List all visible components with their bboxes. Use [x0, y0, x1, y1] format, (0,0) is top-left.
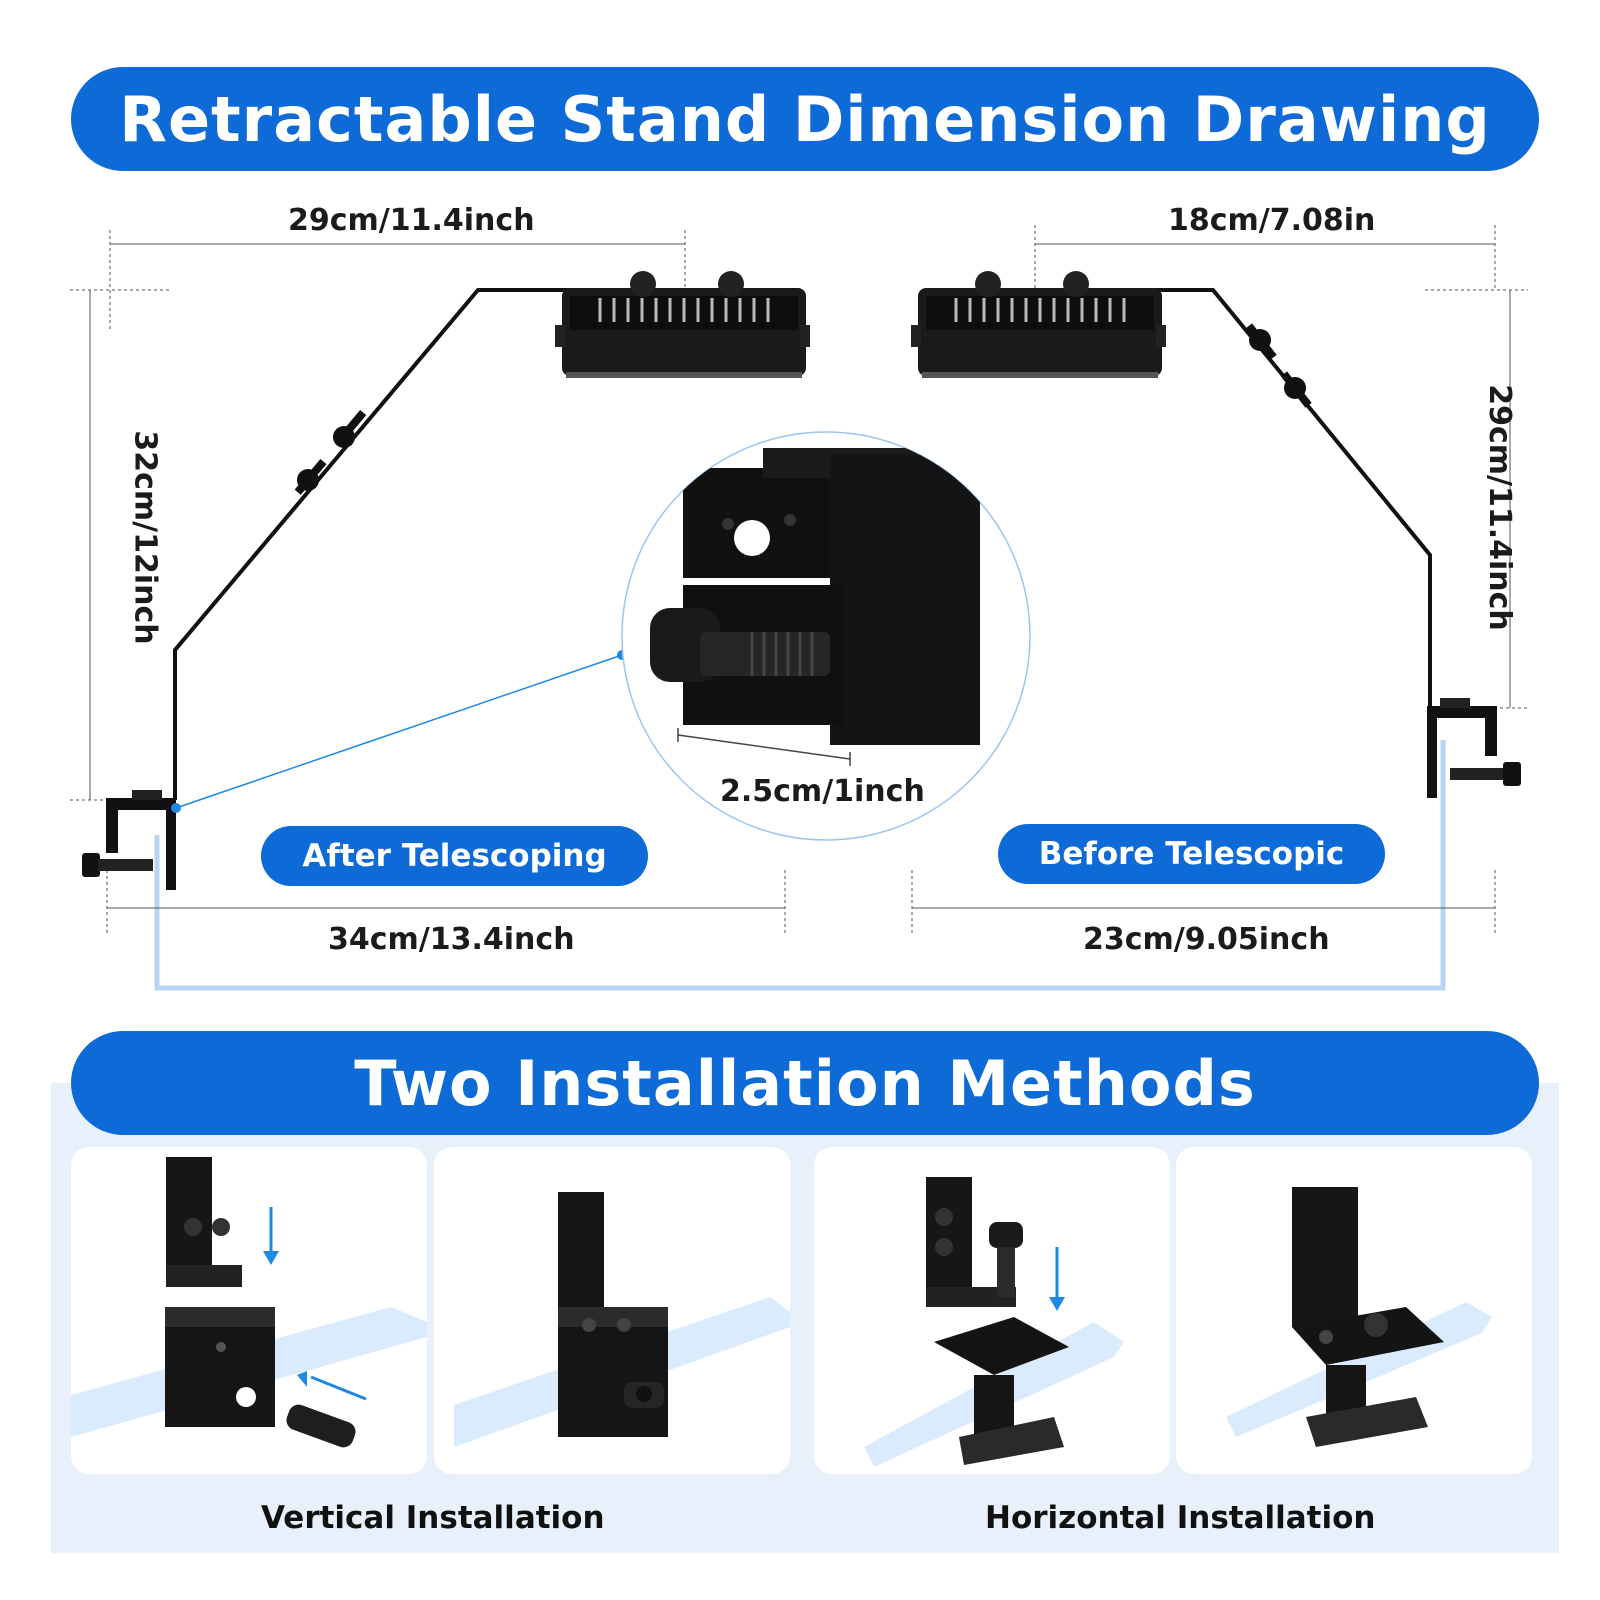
clamp-right: [1427, 698, 1521, 798]
vertical-step-1-illustration: [71, 1157, 427, 1448]
vertical-install-step-2: [434, 1147, 790, 1474]
dimension-drawing: [70, 225, 1528, 991]
arm-knobs-right: [1245, 323, 1312, 408]
horizontal-step-1-illustration: [864, 1177, 1124, 1467]
caption-horizontal: Horizontal Installation: [985, 1500, 1376, 1536]
dim-before-height: 29cm/11.4inch: [1481, 384, 1517, 631]
installation-title-banner: Two Installation Methods: [71, 1031, 1539, 1135]
stand-arm-extended: [173, 288, 570, 800]
section-title: Retractable Stand Dimension Drawing: [119, 82, 1491, 156]
arm-knobs-left: [294, 410, 367, 495]
connector-line: [154, 740, 1446, 991]
after-telescoping-text: After Telescoping: [302, 838, 607, 874]
clamp-left: [82, 790, 181, 890]
horizontal-install-step-2: [1176, 1147, 1532, 1474]
before-telescopic-label: Before Telescopic: [998, 824, 1385, 884]
detail-callout-line: [175, 654, 623, 809]
caption-vertical: Vertical Installation: [261, 1500, 605, 1536]
installation-title: Two Installation Methods: [354, 1046, 1256, 1120]
vertical-step-2-illustration: [454, 1192, 790, 1447]
dim-after-width: 29cm/11.4inch: [288, 203, 535, 238]
lamp-head-left: [555, 271, 810, 378]
lamp-head-right: [911, 271, 1166, 378]
horizontal-step-2-illustration: [1226, 1187, 1492, 1447]
before-telescopic-text: Before Telescopic: [1038, 836, 1345, 872]
vertical-install-step-1: [71, 1147, 427, 1474]
horizontal-install-step-1: [814, 1147, 1170, 1474]
dim-clamp-width: 2.5cm/1inch: [720, 774, 925, 809]
dim-after-span: 34cm/13.4inch: [328, 922, 575, 957]
dimension-guides-left: [70, 230, 786, 935]
stand-arm-retracted: [1155, 288, 1432, 712]
dim-before-span: 23cm/9.05inch: [1083, 922, 1330, 957]
section-title-banner: Retractable Stand Dimension Drawing: [71, 67, 1539, 171]
dim-before-width: 18cm/7.08in: [1168, 203, 1376, 238]
clamp-detail-circle: [621, 431, 1031, 841]
after-telescoping-label: After Telescoping: [261, 826, 648, 886]
dimension-guides-right: [911, 225, 1528, 935]
dim-after-height: 32cm/12inch: [127, 430, 163, 645]
